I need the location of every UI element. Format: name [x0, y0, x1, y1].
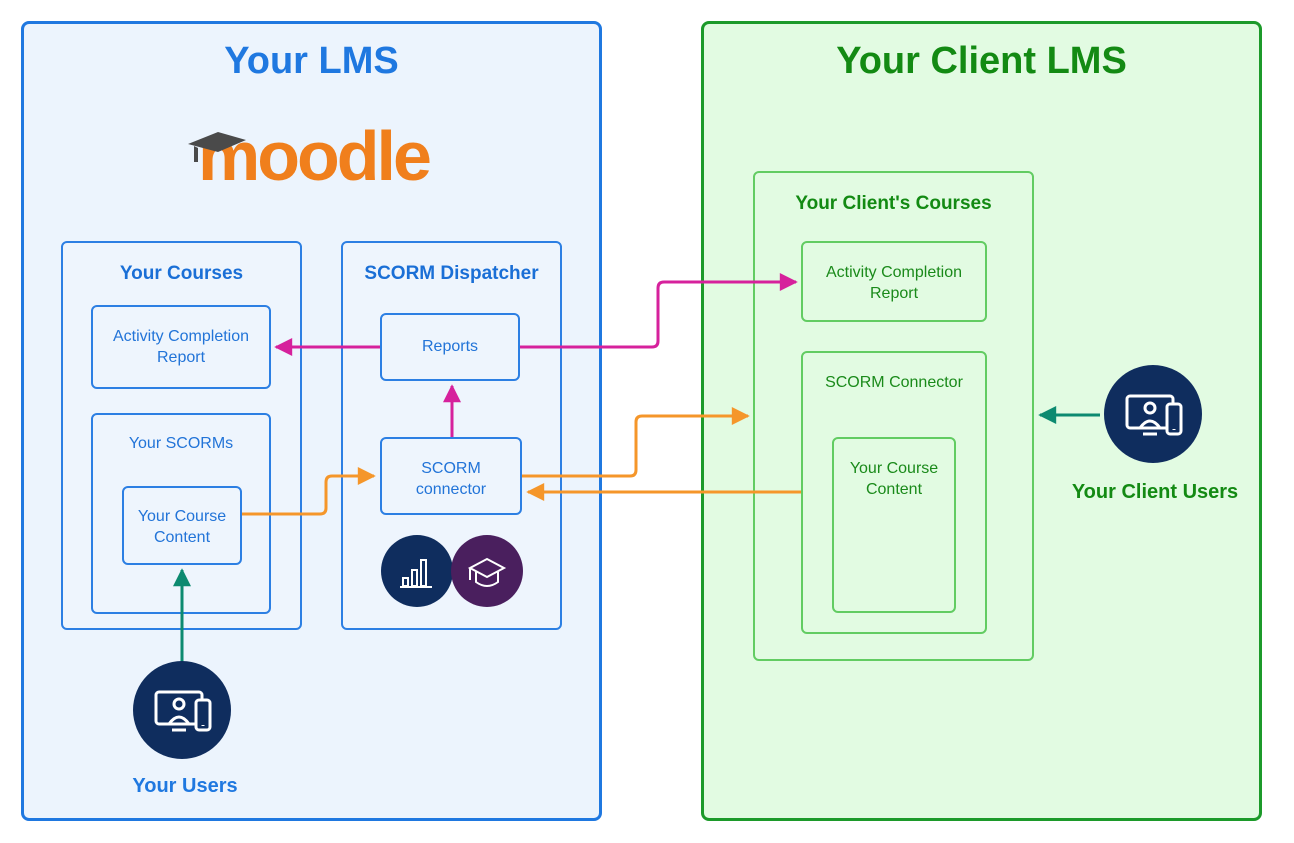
course-content-label-left: Your Course Content — [137, 508, 227, 546]
client-users-icon — [1104, 365, 1202, 463]
activity-report-box-client[interactable] — [801, 241, 987, 322]
your-courses-title: Your Courses — [119, 263, 244, 284]
activity-report-label-client: Activity Completion Report — [825, 264, 963, 302]
scorm-connector-box[interactable] — [380, 437, 522, 515]
moodle-logo-text: moodle — [198, 117, 430, 190]
client-courses-title: Your Client's Courses — [795, 193, 992, 214]
client-users-label: Your Client Users — [1071, 481, 1239, 503]
your-users-label: Your Users — [132, 775, 238, 797]
your-scorms-label: Your SCORMs — [128, 435, 234, 452]
reports-label: Reports — [421, 338, 479, 355]
client-scorm-connector-label: SCORM Connector — [825, 374, 963, 391]
course-content-label-client: Your Course Content — [849, 460, 939, 498]
course-content-box-left[interactable] — [122, 486, 242, 565]
arrow-connector-to-client — [522, 407, 750, 478]
activity-report-box-left[interactable] — [91, 305, 271, 389]
scorm-connector-label: SCORM connector — [415, 460, 487, 498]
graduation-cap-icon — [451, 535, 523, 607]
arrow-content-to-connector — [242, 467, 376, 516]
reports-box[interactable] — [380, 313, 520, 381]
your-users-icon — [133, 661, 231, 759]
bar-chart-icon — [381, 535, 453, 607]
moodle-logo: moodle — [188, 110, 468, 195]
client-lms-title: Your Client LMS — [836, 40, 1127, 82]
activity-report-label-left: Activity Completion Report — [112, 328, 250, 366]
your-lms-title: Your LMS — [224, 40, 399, 82]
course-content-box-client[interactable] — [832, 437, 956, 613]
scorm-dispatcher-title: SCORM Dispatcher — [364, 263, 539, 284]
arrow-reports-to-client-report — [520, 273, 798, 349]
